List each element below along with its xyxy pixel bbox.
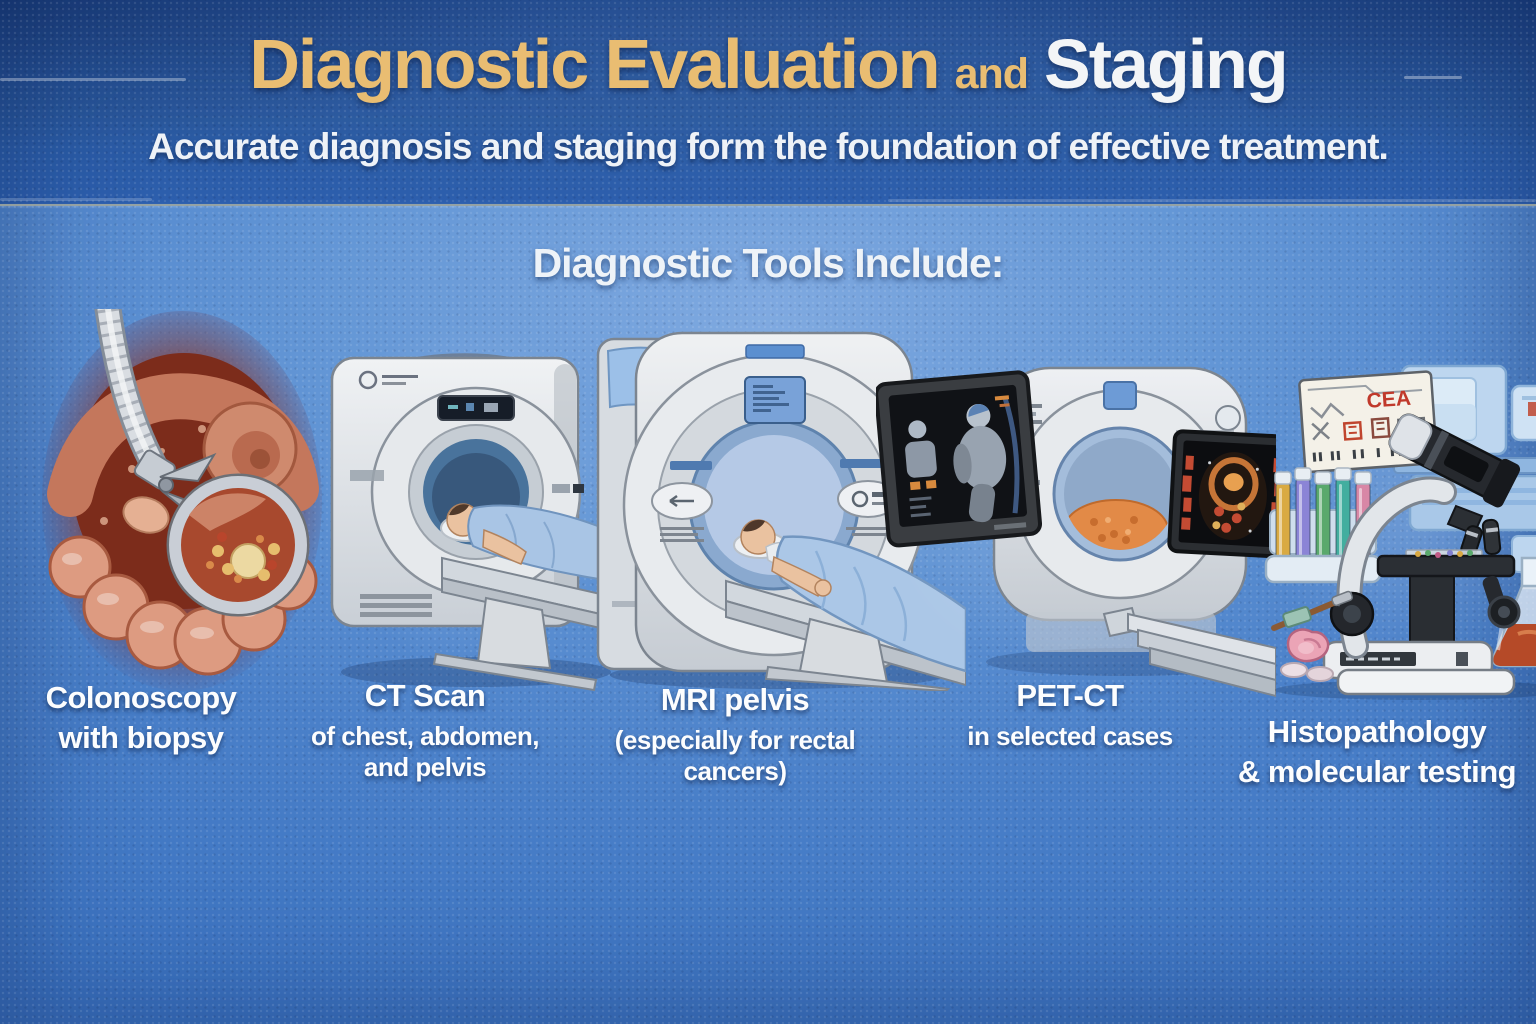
tissue-specimen [1271, 590, 1354, 682]
mri-patient [733, 519, 966, 673]
tool-label-mri-pelvis: MRI pelvis (especially for rectal cancer… [595, 680, 875, 787]
decorative-line-lower-right [888, 199, 1536, 202]
tool-title: MRI pelvis [660, 682, 810, 717]
title-part1: Diagnostic Evaluation [249, 25, 940, 103]
mri-scanner-illustration [566, 307, 978, 703]
pet-ct-scanner-icon [876, 366, 1276, 698]
tool-subtitle: (especially for rectal cancers) [614, 725, 856, 786]
magnifier-lens [166, 473, 310, 617]
title-part2: Staging [1044, 25, 1289, 103]
tool-subtitle: with biopsy [58, 720, 225, 756]
decorative-line-lower-left [0, 198, 152, 201]
section-heading: Diagnostic Tools Include: [532, 240, 1005, 286]
histopathology-icon: CEA [1264, 364, 1536, 700]
tool-title: Histopathology [1267, 714, 1487, 749]
mri-scanner-icon [596, 331, 966, 691]
page-title: Diagnostic Evaluation and Staging [0, 0, 1536, 112]
pet-ct-scanner-illustration [864, 350, 1288, 712]
ct-patient-table [432, 556, 618, 692]
ct-display [437, 395, 515, 421]
subtitle: Accurate diagnosis and staging form the … [148, 126, 1389, 167]
tool-subtitle: & molecular testing [1237, 754, 1517, 790]
tool-label-pet-ct: PET-CT in selected cases [915, 676, 1225, 752]
section-divider [0, 204, 1536, 206]
mri-screen [744, 376, 806, 424]
colonoscope [94, 309, 224, 534]
decorative-line-left [0, 78, 186, 81]
ct-scanner-icon [330, 353, 618, 692]
colonoscopy-with-biopsy-illustration [30, 297, 336, 709]
title-connector: and [954, 50, 1029, 98]
tool-label-colonoscopy: Colonoscopy with biopsy [8, 678, 274, 757]
tool-label-histopathology: Histopathology & molecular testing [1218, 712, 1536, 791]
pet-monitor-left [876, 370, 1043, 548]
ct-scanner-illustration [304, 320, 630, 704]
tool-title: Colonoscopy [45, 680, 237, 715]
ct-patient [440, 503, 618, 584]
header: Diagnostic Evaluation and Staging Accurate… [0, 0, 1536, 206]
tool-subtitle: in selected cases [967, 721, 1173, 752]
decorative-line-right [1404, 76, 1462, 79]
colonoscopy-icon [42, 309, 322, 691]
pet-monitor-right [1167, 429, 1276, 559]
pet-table [1102, 606, 1276, 698]
colon-haustra [48, 535, 318, 676]
cea-label: CEA [1366, 387, 1412, 413]
tool-title: PET-CT [1016, 678, 1124, 713]
tool-label-ct-scan: CT Scan of chest, abdomen, and pelvis [290, 676, 560, 783]
tool-subtitle: of chest, abdomen, and pelvis [311, 721, 539, 782]
tool-title: CT Scan [364, 678, 486, 713]
histopathology-lab-illustration: CEA [1248, 348, 1536, 712]
